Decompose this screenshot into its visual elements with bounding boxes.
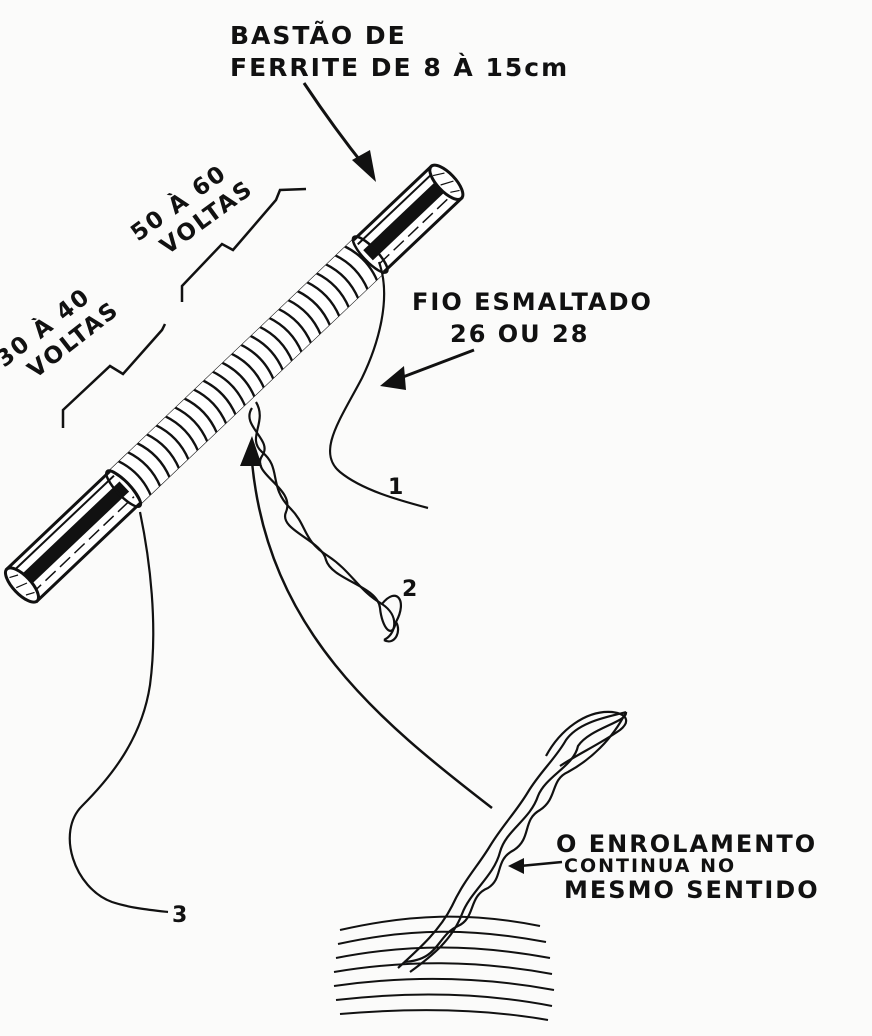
detail-twisted-wire: [397, 710, 628, 973]
rod-label-line2: FERRITE DE 8 À 15cm: [230, 53, 569, 82]
coil-turn: [230, 352, 266, 389]
coil-turn: [249, 334, 285, 371]
coil-turn: [258, 325, 294, 362]
rod-end-left-texture: [9, 574, 35, 596]
detail-pointer-line: [519, 860, 563, 868]
coil-start-edge: [105, 469, 143, 508]
coil-turn: [287, 298, 322, 336]
coil-turn: [221, 361, 256, 398]
lead-3-wire: [68, 511, 169, 914]
coil-turn: [277, 307, 313, 345]
rod-end-right-texture: [432, 172, 460, 193]
coil-turn: [334, 253, 369, 291]
wire-arrow-line: [394, 348, 475, 382]
winding-note-line1: O ENROLAMENTO: [556, 830, 817, 858]
wire-label: FIO ESMALTADO 26 OU 28: [412, 288, 653, 348]
coil-turn: [296, 289, 332, 327]
coil-turn: [145, 432, 181, 470]
detail-pointer-head: [508, 858, 524, 874]
coil-turn: [211, 370, 247, 407]
winding-note-line2: CONTINUA NO: [564, 855, 736, 877]
coil-turn: [136, 441, 171, 479]
detail-arrow-line: [250, 461, 493, 809]
rod-label-line1: BASTÃO DE: [230, 21, 407, 50]
wire-label-line2: 26 OU 28: [450, 320, 589, 348]
coil-turn: [305, 280, 341, 318]
winding-note-line3: MESMO SENTIDO: [564, 876, 820, 904]
coil-turn: [155, 424, 190, 461]
coil-turn: [268, 316, 303, 354]
wire-arrow-head: [380, 366, 406, 390]
coil-turn: [126, 450, 162, 488]
wire-label-line1: FIO ESMALTADO: [412, 288, 653, 316]
rod-arrow-line: [302, 82, 368, 169]
lead-1-label: 1: [388, 475, 405, 500]
winding-note: O ENROLAMENTO CONTINUA NO MESMO SENTIDO: [556, 830, 820, 904]
turns-30-40-label: 30 À 40 VOLTAS: [0, 282, 124, 384]
lead-2-label: 2: [402, 577, 419, 602]
lead-1-wire: [328, 261, 429, 510]
rod-arrow-head: [352, 150, 376, 182]
coil-turn: [173, 406, 209, 443]
detail-coil-surface: [333, 915, 555, 1021]
coil-end-edge: [351, 235, 389, 274]
coil-turn: [183, 397, 219, 434]
turns-50-60-label: 50 À 60 VOLTAS: [125, 158, 258, 260]
bracket-30-40: [61, 323, 167, 428]
lead-3-label: 3: [172, 903, 189, 928]
bracket-50-60: [180, 187, 307, 302]
coil-turn: [192, 388, 228, 425]
coil-turn: [239, 343, 275, 380]
ferrite-rod: [4, 163, 465, 604]
coil-turn: [315, 271, 351, 309]
rod-label: BASTÃO DE FERRITE DE 8 À 15cm: [230, 21, 569, 82]
lead-2-twisted-wire: [248, 401, 402, 643]
detail-arrow-head: [240, 436, 262, 466]
coil-turn: [343, 245, 379, 282]
coil-turn: [202, 379, 237, 416]
coil-turn: [164, 415, 200, 452]
coil-turn: [117, 459, 153, 497]
coil-turn: [324, 262, 360, 300]
